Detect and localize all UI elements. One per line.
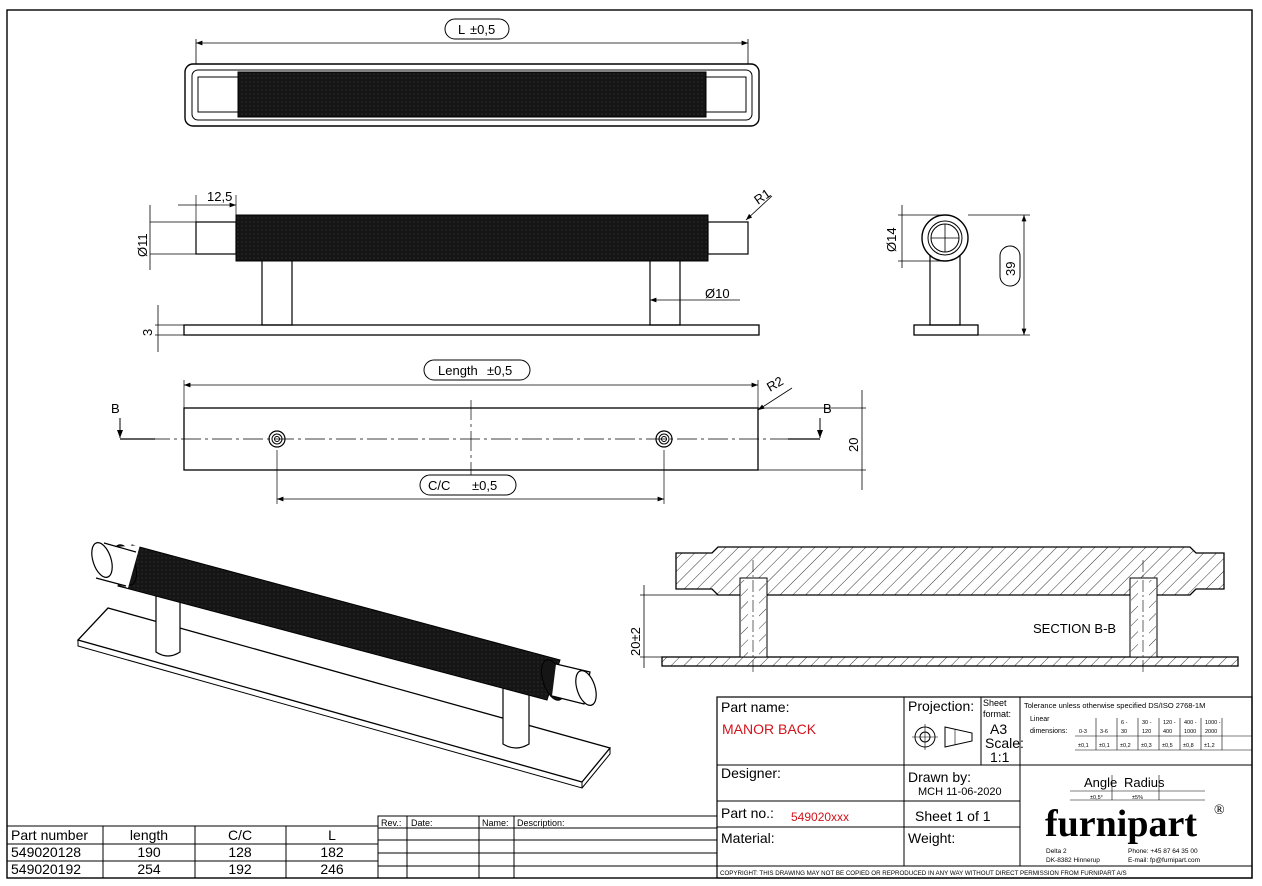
rev-date-label: Date: xyxy=(411,818,433,828)
dim-l-label: L xyxy=(458,22,465,37)
part-name-value: MANOR BACK xyxy=(722,721,817,737)
drawn-by-label: Drawn by: xyxy=(908,769,971,785)
rev-description-label: Description: xyxy=(517,818,565,828)
dim-r1: R1 xyxy=(751,186,773,208)
tol-range-bottom-6: 2000 xyxy=(1205,729,1217,735)
parts-row1-part-number: 549020128 xyxy=(11,844,81,860)
revision-table: Rev.: Date: Name: Description: xyxy=(377,815,718,879)
dim-length-tol: ±0,5 xyxy=(487,363,512,378)
projection-symbol-icon xyxy=(912,724,973,750)
section-view: 20±2 SECTION B-B xyxy=(628,546,1239,672)
email: E-mail: fp@furnipart.com xyxy=(1128,857,1200,864)
part-no-label: Part no.: xyxy=(721,805,774,821)
phone: Phone: +45 87 64 35 00 xyxy=(1128,848,1198,855)
dim-length-label: Length xyxy=(438,363,478,378)
title-block: Part name: MANOR BACK Projection: Sheet … xyxy=(716,696,1253,879)
angle-label: Angle xyxy=(1084,775,1117,790)
parts-header-cc: C/C xyxy=(228,827,252,843)
section-b-right: B xyxy=(823,401,832,416)
address-line-2: DK-8382 Hinnerup xyxy=(1046,857,1100,864)
parts-table: Part number length C/C L 549020128 190 1… xyxy=(6,825,379,879)
side-view: Ø14 39 xyxy=(884,205,1030,336)
dim-20: 20 xyxy=(846,438,861,452)
dim-cc-tol: ±0,5 xyxy=(472,478,497,493)
parts-row2-length: 254 xyxy=(137,861,161,877)
scale-value: 1:1 xyxy=(990,749,1010,765)
tol-value-5: ±0,8 xyxy=(1183,743,1194,749)
drawn-by-value: MCH 11-06-2020 xyxy=(918,786,1002,798)
part-name-label: Part name: xyxy=(721,699,789,715)
parts-row2-l: 246 xyxy=(320,861,344,877)
sheet-border xyxy=(6,9,1253,879)
rev-name-label: Name: xyxy=(482,818,509,828)
sheet-format-value: A3 xyxy=(990,721,1007,737)
tol-range-bottom-0: 0-3 xyxy=(1079,729,1087,735)
tol-value-3: ±0,3 xyxy=(1141,743,1152,749)
sheet-count: Sheet 1 of 1 xyxy=(915,808,991,824)
tol-range-bottom-5: 1000 xyxy=(1184,729,1196,735)
tolerance-title: Tolerance unless otherwise specified DS/… xyxy=(1024,701,1205,710)
radius-label: Radius xyxy=(1124,775,1165,790)
dim-r2: R2 xyxy=(764,373,786,394)
tol-value-6: ±1,2 xyxy=(1204,743,1215,749)
radius-value: ±5% xyxy=(1132,795,1143,801)
tol-value-4: ±0,5 xyxy=(1162,743,1173,749)
tol-range-bottom-4: 400 xyxy=(1163,729,1172,735)
base-plate-view: Length ±0,5 R2 B B 20 C/C ±0,5 xyxy=(111,359,866,504)
dim-dia11: Ø11 xyxy=(135,233,150,257)
furnipart-logo: furnipart xyxy=(1045,803,1197,845)
sheet-format-label-1: Sheet xyxy=(983,698,1007,708)
tol-range-bottom-2: 30 xyxy=(1121,729,1127,735)
parts-header-l: L xyxy=(328,827,336,843)
isometric-view xyxy=(76,542,612,789)
weight-label: Weight: xyxy=(908,830,955,846)
tol-value-0: ±0,1 xyxy=(1078,743,1089,749)
tol-value-1: ±0,1 xyxy=(1099,743,1110,749)
top-view: L ±0,5 xyxy=(184,18,760,127)
registered-mark: ® xyxy=(1214,803,1225,818)
designer-label: Designer: xyxy=(721,765,781,781)
sheet-format-label-2: format: xyxy=(983,709,1011,719)
material-label: Material: xyxy=(721,830,775,846)
dim-3: 3 xyxy=(140,329,155,336)
part-no-value: 549020xxx xyxy=(791,810,849,824)
tol-range-bottom-3: 120 xyxy=(1142,729,1151,735)
tol-range-top-5: 400 - xyxy=(1184,720,1197,726)
tol-range-bottom-1: 3-6 xyxy=(1100,729,1108,735)
tol-range-top-6: 1000 - xyxy=(1205,720,1221,726)
dim-dia14: Ø14 xyxy=(884,227,899,252)
parts-row1-length: 190 xyxy=(137,844,161,860)
projection-label: Projection: xyxy=(908,698,974,714)
address-line-1: Delta 2 xyxy=(1046,848,1067,855)
dim-cc-label: C/C xyxy=(428,478,450,493)
tol-value-2: ±0,2 xyxy=(1120,743,1131,749)
angle-radius-grid xyxy=(1070,775,1205,801)
front-view: Ø11 12,5 R1 Ø10 3 xyxy=(135,186,773,352)
tol-range-top-2: 6 - xyxy=(1121,720,1128,726)
scale-label: Scale: xyxy=(985,735,1024,751)
parts-header-length: length xyxy=(130,827,168,843)
section-b-left: B xyxy=(111,401,120,416)
angle-value: ±0,5° xyxy=(1090,795,1103,801)
dim-dia10: Ø10 xyxy=(705,286,730,301)
tolerance-grid xyxy=(1075,718,1252,751)
parts-row2-cc: 192 xyxy=(228,861,252,877)
dim-20-tol: 20±2 xyxy=(628,627,643,656)
dim-12-5: 12,5 xyxy=(207,189,232,204)
tol-range-top-4: 120 - xyxy=(1163,720,1176,726)
dim-39: 39 xyxy=(1003,262,1018,276)
rev-label: Rev.: xyxy=(381,818,401,828)
parts-row2-part-number: 549020192 xyxy=(11,861,81,877)
parts-row1-l: 182 xyxy=(320,844,344,860)
linear-label-2: dimensions: xyxy=(1030,728,1067,735)
parts-row1-cc: 128 xyxy=(228,844,252,860)
tol-range-top-3: 30 - xyxy=(1142,720,1152,726)
linear-label-1: Linear xyxy=(1030,716,1050,723)
parts-header-part-number: Part number xyxy=(11,827,88,843)
dim-l-tol: ±0,5 xyxy=(470,22,495,37)
copyright: COPYRIGHT: THIS DRAWING MAY NOT BE COPIE… xyxy=(720,870,1127,877)
section-label: SECTION B-B xyxy=(1033,621,1116,636)
